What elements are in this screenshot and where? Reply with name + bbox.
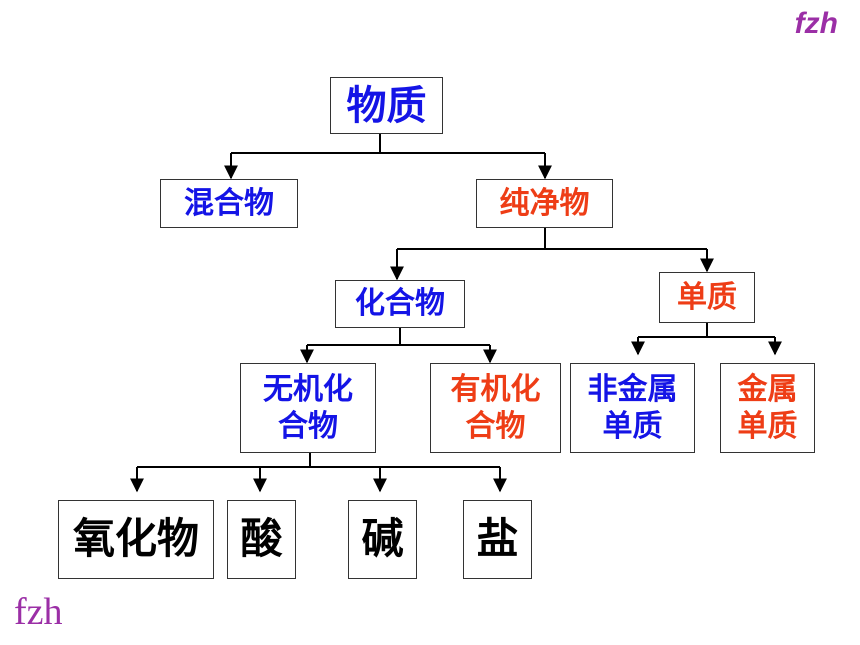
node-element: 单质 [659,272,755,323]
node-matter: 物质 [330,77,443,134]
node-inorganic-compound: 无机化 合物 [240,363,376,453]
brand-logo-top: fzh [794,7,838,40]
node-pure-substance: 纯净物 [476,179,613,228]
node-base: 碱 [348,500,417,579]
node-mixture: 混合物 [160,179,298,228]
node-oxide: 氧化物 [58,500,214,579]
node-nonmetal-element: 非金属 单质 [570,363,695,453]
node-compound: 化合物 [335,280,465,328]
node-salt: 盐 [463,500,532,579]
node-organic-compound: 有机化 合物 [430,363,561,453]
node-metal-element: 金属 单质 [720,363,815,453]
brand-logo-bottom: fzh [14,591,63,633]
node-acid: 酸 [227,500,296,579]
